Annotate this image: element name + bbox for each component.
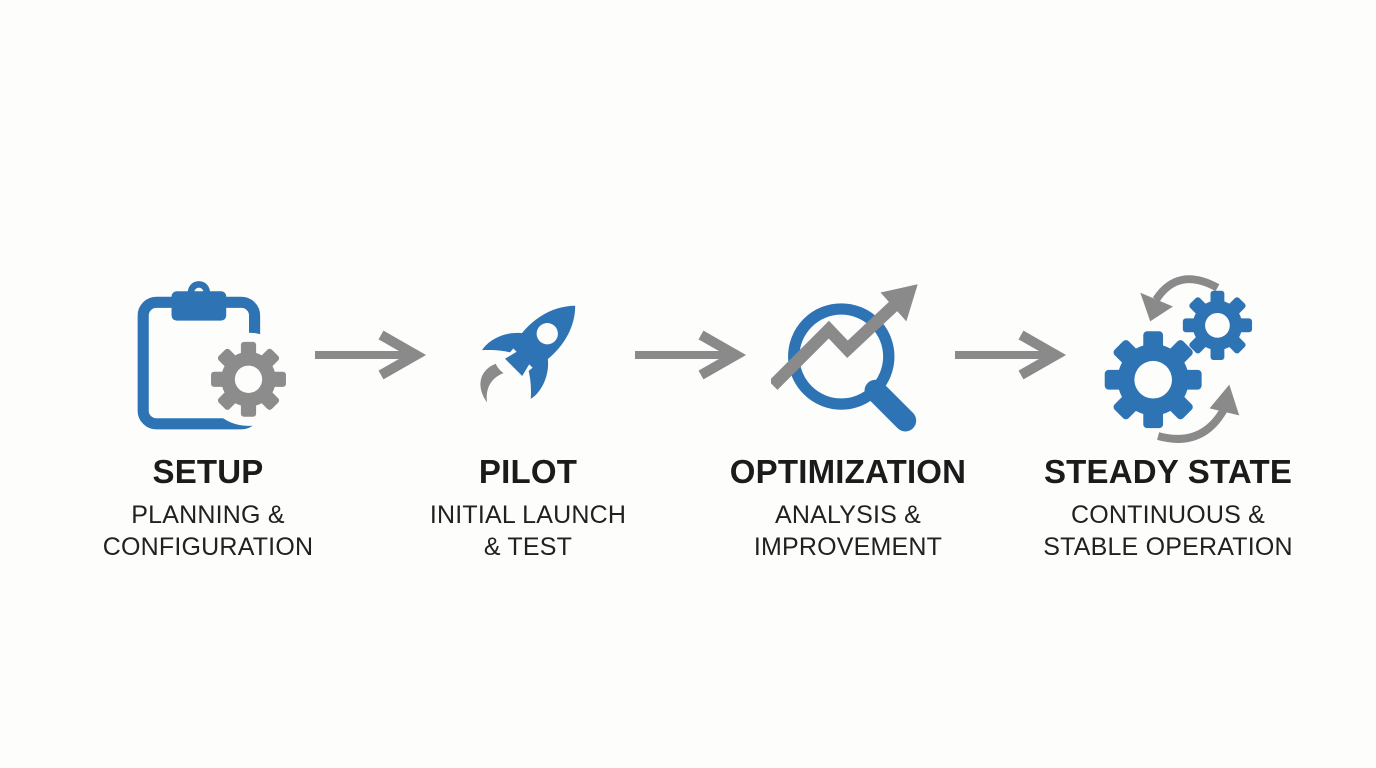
rocket-icon bbox=[480, 305, 576, 403]
stage-pilot-subtitle: INITIAL LAUNCH & TEST bbox=[430, 499, 626, 563]
arrow-right-icon bbox=[315, 330, 427, 380]
stage-optimization-subtitle: ANALYSIS & IMPROVEMENT bbox=[754, 499, 942, 563]
subtitle-line: CONFIGURATION bbox=[102, 533, 314, 561]
stage-setup: SETUP PLANNING & CONFIGURATION bbox=[93, 266, 323, 563]
stage-setup-subtitle: PLANNING & CONFIGURATION bbox=[103, 499, 313, 563]
stage-steady-state-title: STEADY STATE bbox=[1043, 453, 1293, 490]
stage-steady-state-icon-box bbox=[1079, 266, 1257, 444]
clipboard-gear-icon bbox=[137, 281, 289, 430]
stage-optimization: OPTIMIZATION ANALYSIS & IMPROVEMENT bbox=[729, 266, 967, 563]
stage-steady-state: STEADY STATE CONTINUOUS & STABLE OPERATI… bbox=[1043, 266, 1293, 563]
stage-pilot: PILOT INITIAL LAUNCH & TEST bbox=[413, 266, 643, 563]
stage-pilot-title: PILOT bbox=[478, 453, 578, 490]
subtitle-line: INITIAL LAUNCH bbox=[429, 501, 627, 529]
connector-1 bbox=[315, 266, 427, 444]
subtitle-line: & TEST bbox=[483, 533, 573, 561]
stage-optimization-icon-box bbox=[770, 266, 926, 444]
stage-pilot-icon-box bbox=[452, 266, 604, 444]
subtitle-line: STABLE OPERATION bbox=[1043, 533, 1293, 561]
stage-setup-title: SETUP bbox=[152, 453, 264, 490]
magnifier-trend-icon bbox=[770, 283, 918, 431]
stage-steady-state-subtitle: CONTINUOUS & STABLE OPERATION bbox=[1043, 499, 1293, 563]
subtitle-line: ANALYSIS & bbox=[774, 501, 922, 529]
arrow-right-icon bbox=[635, 330, 747, 380]
stage-optimization-title: OPTIMIZATION bbox=[729, 453, 967, 490]
subtitle-line: PLANNING & bbox=[131, 501, 285, 529]
subtitle-line: CONTINUOUS & bbox=[1070, 501, 1266, 529]
arrow-right-icon bbox=[955, 330, 1067, 380]
connector-2 bbox=[635, 266, 747, 444]
subtitle-line: IMPROVEMENT bbox=[753, 533, 943, 561]
gears-sync-icon bbox=[1104, 275, 1253, 443]
connector-3 bbox=[955, 266, 1067, 444]
stage-setup-icon-box bbox=[127, 266, 289, 444]
flow-row: SETUP PLANNING & CONFIGURATION bbox=[0, 266, 1376, 563]
